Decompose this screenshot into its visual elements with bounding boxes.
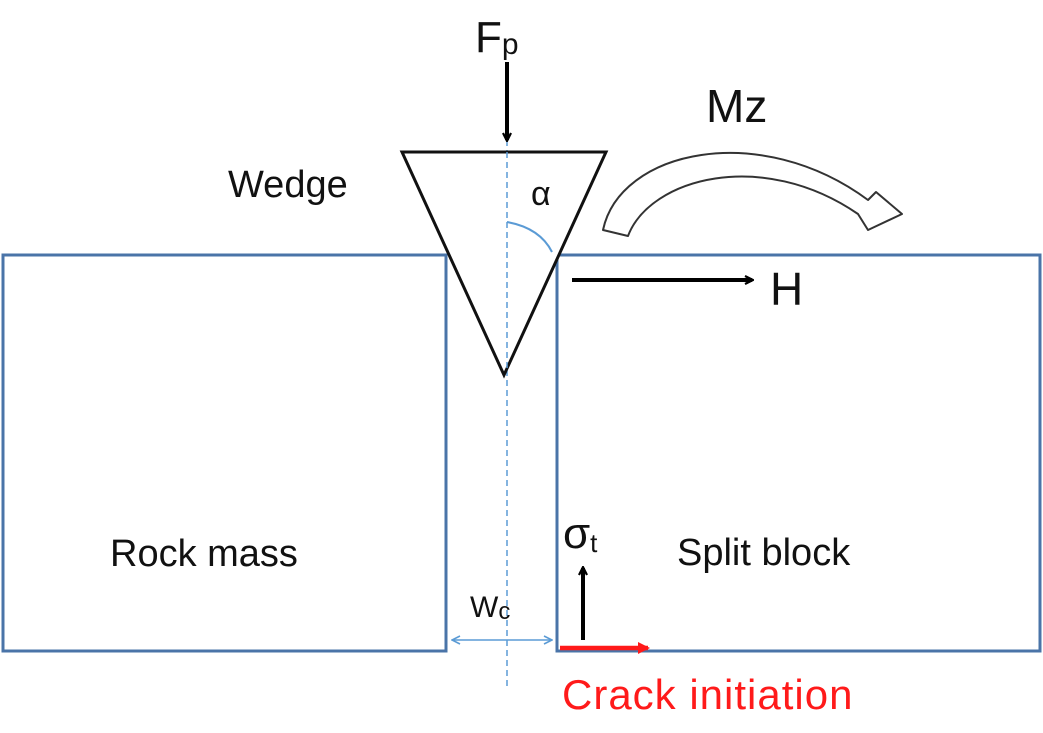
wc-label-sub: c (498, 598, 510, 625)
crack-initiation-label: Crack initiation (562, 671, 853, 718)
fp-label: Fp (475, 13, 519, 62)
rock-mass-label: Rock mass (110, 533, 298, 575)
wc-label-main: W (470, 591, 499, 624)
fp-label-main: F (475, 13, 502, 62)
moment-arrow (602, 151, 903, 237)
moment-label: Mz (706, 80, 767, 132)
angle-arc (506, 221, 553, 253)
split-block (555, 253, 1042, 653)
split-block-label: Split block (677, 532, 851, 574)
wc-label: Wc (470, 591, 510, 625)
sigma-t-label: σt (563, 509, 598, 558)
h-label: H (770, 263, 803, 315)
wedge-triangle (399, 150, 609, 379)
sigma-t-label-sub: t (590, 528, 598, 558)
angle-label: α (531, 175, 551, 213)
sigma-t-label-main: σ (563, 509, 590, 558)
wedge-label: Wedge (228, 164, 348, 206)
fp-label-sub: p (502, 28, 519, 61)
rock-mass-block (1, 253, 448, 653)
